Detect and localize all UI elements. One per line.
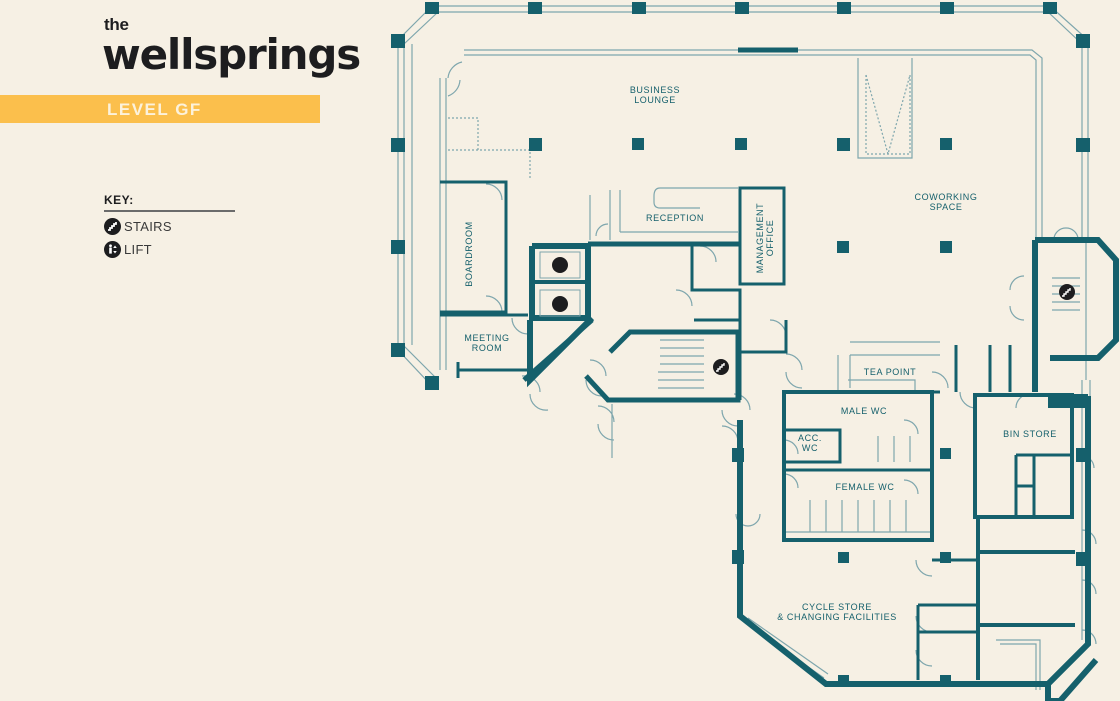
label-business-lounge-1: BUSINESS (630, 85, 680, 95)
label-acc-wc-2: WC (802, 443, 818, 453)
label-boardroom: BOARDROOM (464, 221, 474, 286)
key-title: KEY: (104, 193, 235, 212)
structural-walls (440, 47, 1119, 701)
label-cycle-store-1: CYCLE STORE (802, 602, 872, 612)
key-item-lift: LIFT (104, 240, 235, 258)
key-label-lift: LIFT (124, 241, 152, 257)
lift-symbols (539, 251, 1075, 375)
label-management-1: MANAGEMENT (755, 203, 765, 274)
label-tea-point: TEA POINT (864, 367, 916, 377)
level-label: LEVEL GF (107, 100, 202, 119)
key-label-stairs: STAIRS (124, 218, 172, 234)
label-meeting-1: MEETING (464, 333, 509, 343)
label-bin-store: BIN STORE (1003, 429, 1057, 439)
label-business-lounge-2: LOUNGE (634, 95, 676, 105)
label-management-2: OFFICE (765, 220, 775, 257)
label-female-wc: FEMALE WC (836, 482, 895, 492)
map-key: KEY: STAIRS LIFT (104, 193, 235, 258)
key-item-stairs: STAIRS (104, 217, 235, 235)
room-labels: BUSINESS LOUNGE COWORKING SPACE RECEPTIO… (464, 85, 1057, 622)
label-coworking-2: SPACE (930, 202, 963, 212)
label-meeting-2: ROOM (472, 343, 502, 353)
lift-icon (104, 240, 121, 258)
lift-icon (552, 296, 568, 312)
columns (391, 2, 1090, 686)
label-acc-wc-1: ACC. (798, 433, 822, 443)
label-coworking-1: COWORKING (915, 192, 978, 202)
level-banner: LEVEL GF (0, 95, 320, 123)
label-reception: RECEPTION (646, 213, 704, 223)
stairs-icon (104, 217, 121, 235)
label-cycle-store-2: & CHANGING FACILITIES (777, 612, 897, 622)
logo-name: wellsprings (102, 30, 361, 79)
lift-icon (552, 257, 568, 273)
label-male-wc: MALE WC (841, 406, 887, 416)
logo-prefix: the (104, 15, 129, 34)
